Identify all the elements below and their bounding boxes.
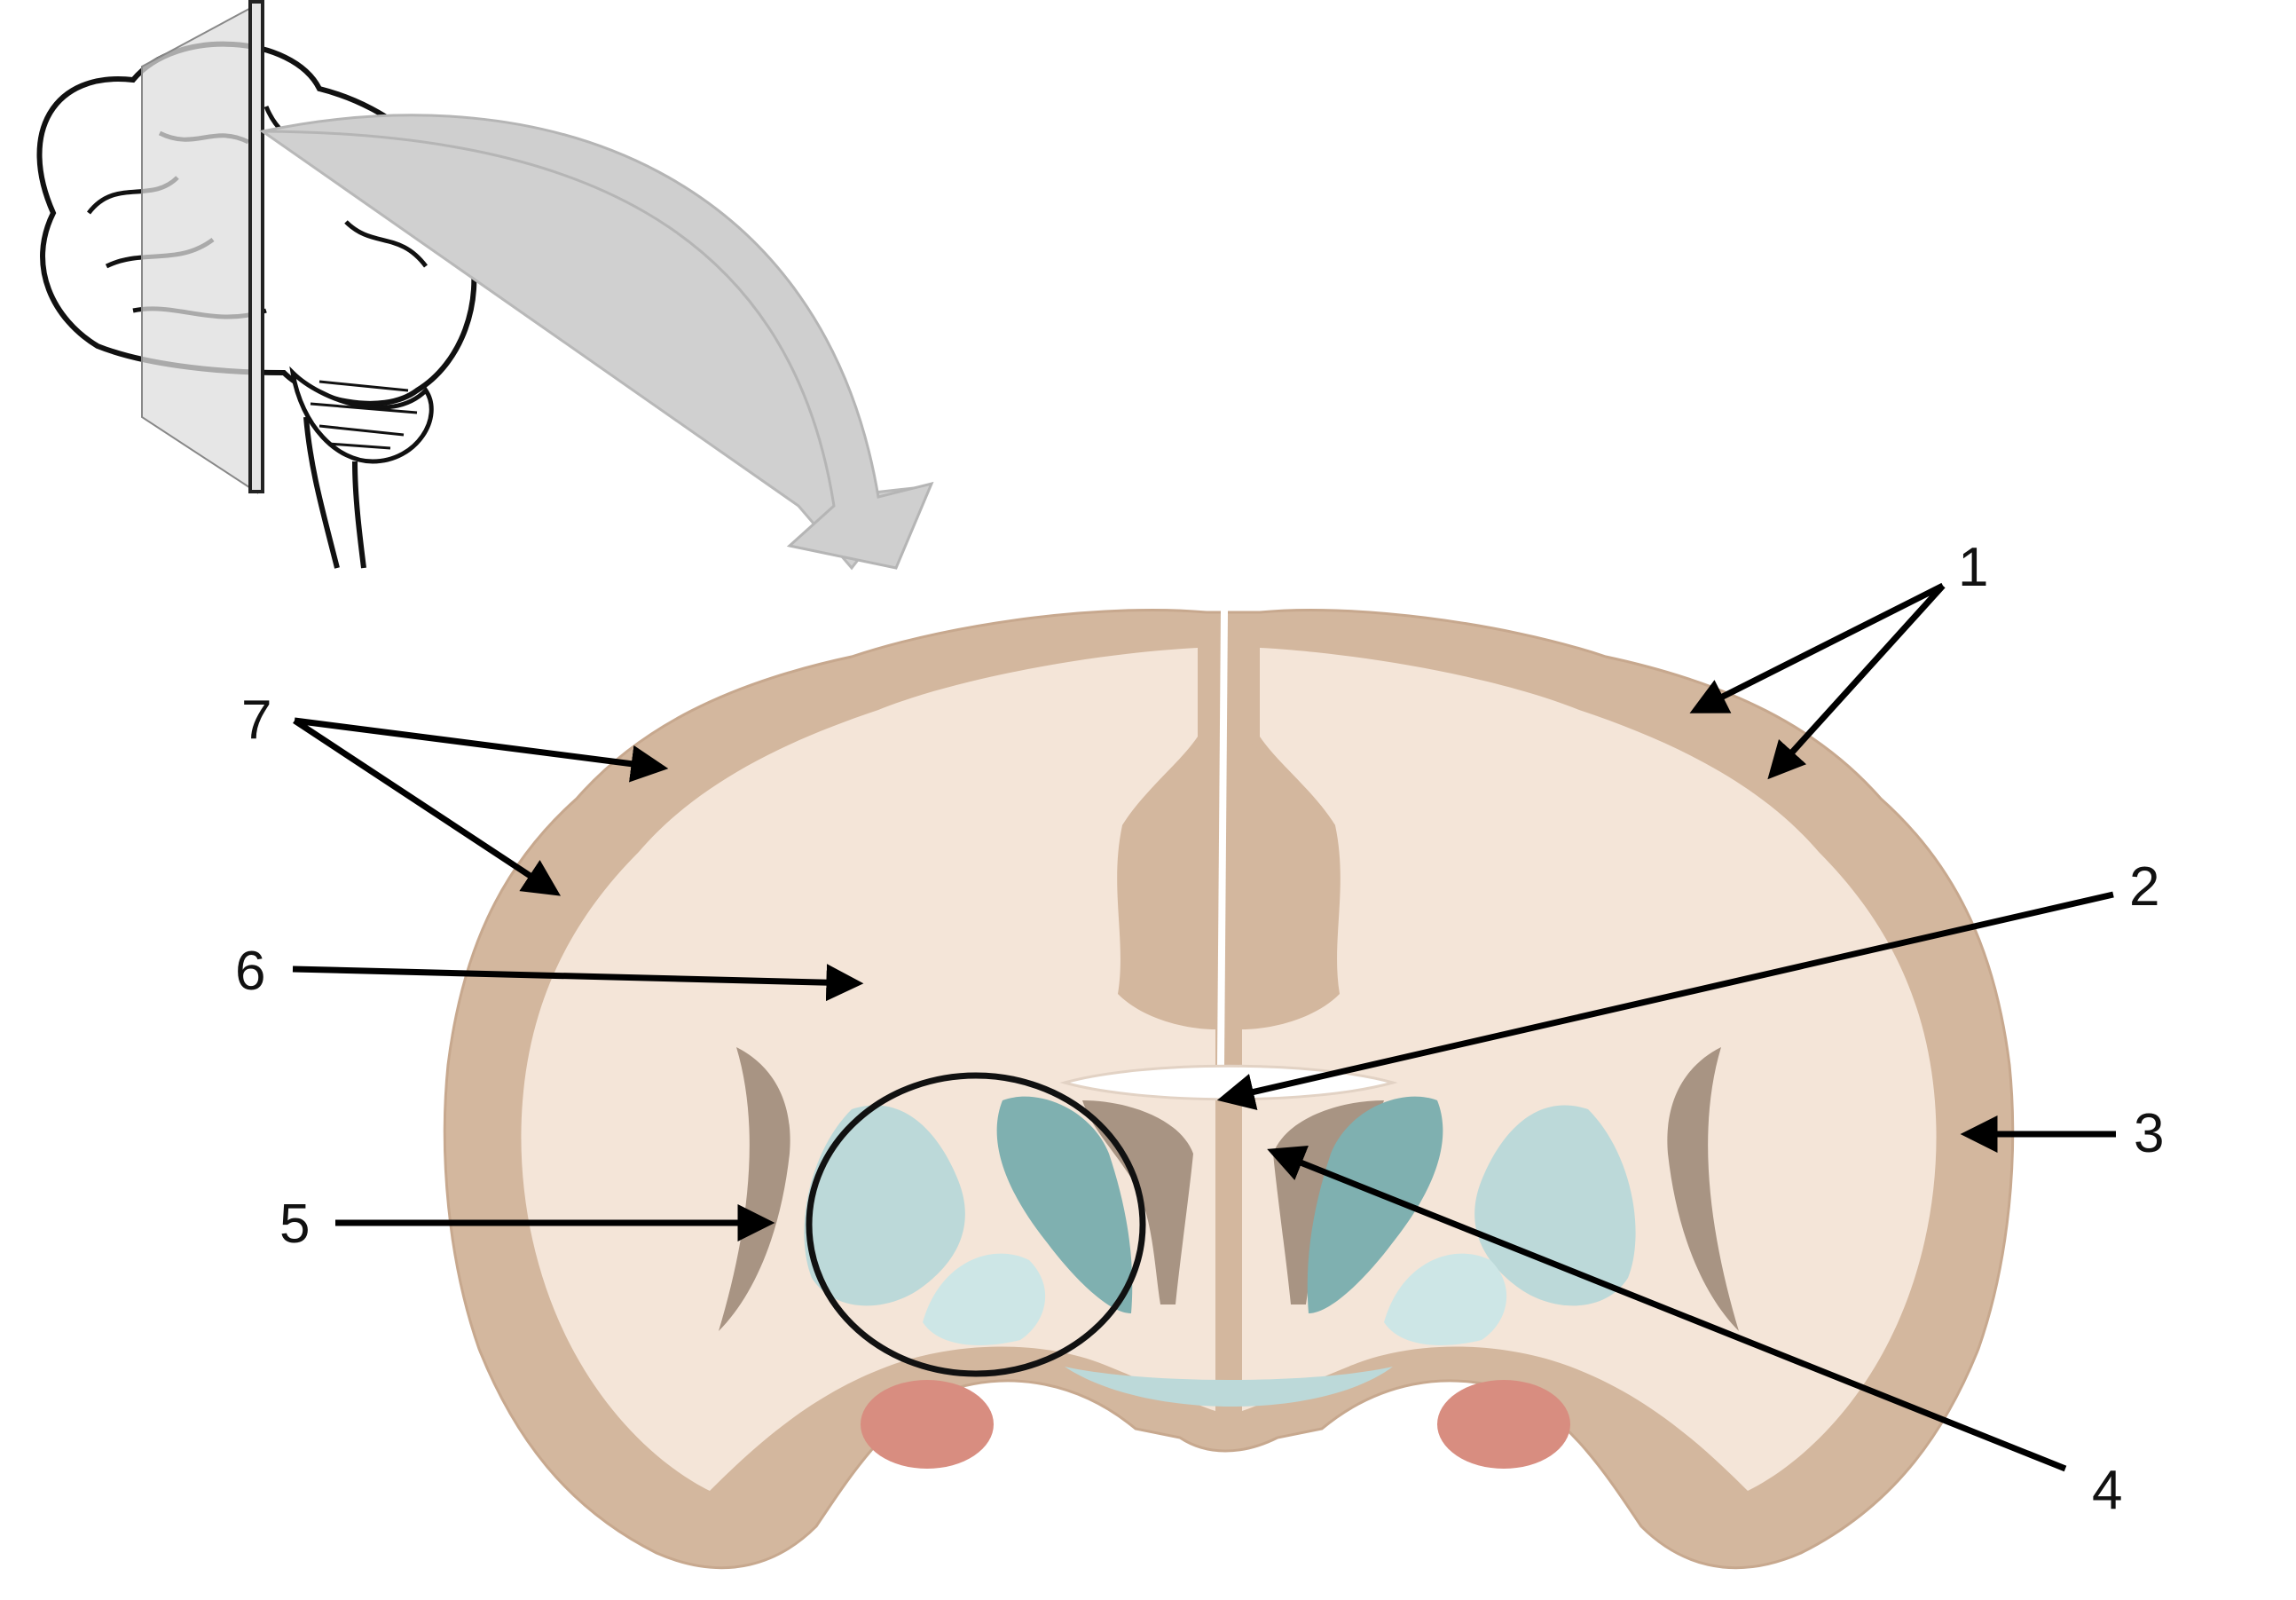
- cutting-plane: [142, 2, 263, 493]
- arrow-7a: [295, 721, 661, 768]
- label-7: 7: [241, 690, 271, 751]
- longitudinal-fissure: [1221, 611, 1224, 1065]
- arrow-1a: [1696, 586, 1943, 710]
- arrow-1b: [1773, 586, 1943, 774]
- amygdala-right: [1437, 1380, 1570, 1469]
- label-5: 5: [279, 1194, 310, 1255]
- label-4: 4: [2092, 1460, 2122, 1521]
- label-1: 1: [1958, 537, 1988, 598]
- label-6: 6: [235, 941, 265, 1002]
- label-2: 2: [2129, 856, 2159, 918]
- amygdala-left: [861, 1380, 994, 1469]
- label-3: 3: [2134, 1103, 2164, 1164]
- coronal-section: [444, 610, 2012, 1567]
